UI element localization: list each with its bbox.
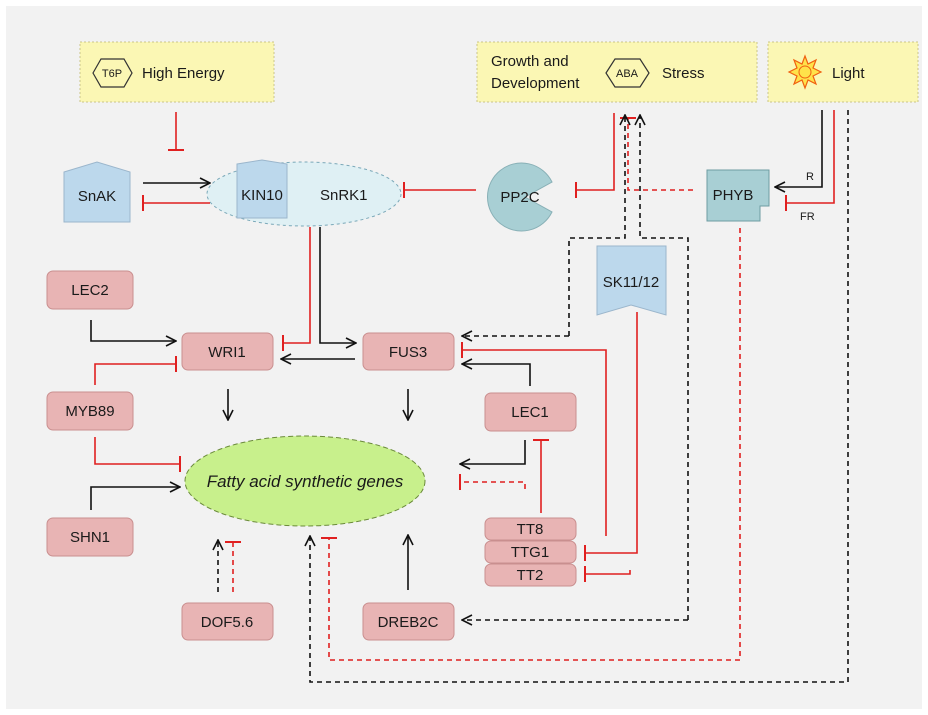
snak-node: SnAK xyxy=(63,161,131,223)
phyb-node: PHYB xyxy=(706,169,770,222)
gene-dof5-6: DOF5.6 xyxy=(181,602,274,641)
pp2c-node: PP2C xyxy=(486,162,553,232)
t6p-hexagon-icon xyxy=(92,58,133,88)
gene-myb89: MYB89 xyxy=(46,391,134,431)
snrk1-complex-ellipse xyxy=(206,161,402,227)
svg-text:TT2: TT2 xyxy=(517,567,544,584)
edge-light-to-fa xyxy=(310,110,849,683)
svg-text:SHN1: SHN1 xyxy=(70,529,110,546)
light-r-label: R xyxy=(806,171,814,183)
gene-lec2: LEC2 xyxy=(46,270,134,310)
svg-text:TT8: TT8 xyxy=(517,521,544,538)
gene-ttg1: TTG1 xyxy=(484,540,577,564)
snrk1-label: SnRK1 xyxy=(320,187,368,204)
svg-text:LEC1: LEC1 xyxy=(511,404,549,421)
gene-tt2: TT2 xyxy=(484,563,577,587)
svg-text:LEC2: LEC2 xyxy=(71,282,109,299)
edge-tt8-inhibits-fa xyxy=(459,474,526,490)
pp2c-label: PP2C xyxy=(500,189,539,206)
snak-label: SnAK xyxy=(78,188,116,205)
high-energy-label: High Energy xyxy=(142,65,225,82)
edge-lec1-to-fus3 xyxy=(462,364,531,386)
gene-lec1: LEC1 xyxy=(484,392,577,432)
edge-stress-to-dreb2c-path xyxy=(640,115,689,620)
t6p-label: T6P xyxy=(102,68,122,80)
fatty-acid-genes-node: Fatty acid synthetic genes xyxy=(184,435,426,527)
svg-text:DREB2C: DREB2C xyxy=(378,614,439,631)
dashed-edges xyxy=(218,110,849,683)
growth-label-line2: Development xyxy=(491,75,580,92)
high-energy-signal-box: T6P High Energy xyxy=(79,41,275,103)
edge-sk11-inhibits-ttg1 xyxy=(584,312,638,561)
edge-lec1-to-fa xyxy=(460,440,526,464)
light-label: Light xyxy=(832,65,865,82)
svg-text:MYB89: MYB89 xyxy=(65,403,114,420)
edge-myb89-inhibits-fa xyxy=(94,437,181,472)
edge-snrk1-to-fus3 xyxy=(319,227,356,343)
stress-label: Stress xyxy=(662,65,705,82)
sk11-12-label: SK11/12 xyxy=(603,274,659,291)
edge-myb89-inhibits-wri1 xyxy=(94,356,177,385)
edge-sk11-inhibits-tt2 xyxy=(584,566,631,582)
sk11-12-node: SK11/12 xyxy=(596,245,667,316)
edge-light-r-to-phyb xyxy=(775,110,823,187)
sun-icon xyxy=(787,54,823,90)
svg-text:DOF5.6: DOF5.6 xyxy=(201,614,254,631)
repression-edges xyxy=(94,110,835,582)
kin10-label: KIN10 xyxy=(241,187,283,204)
aba-hexagon-icon xyxy=(605,58,650,88)
gene-wri1: WRI1 xyxy=(181,332,274,371)
diagram-panel xyxy=(6,6,922,709)
growth-stress-signal-box: Growth and Development ABA Stress xyxy=(476,41,758,103)
gene-tt8: TT8 xyxy=(484,517,577,541)
activation-edges xyxy=(90,110,823,590)
edge-phyb-inhibits-fa xyxy=(321,228,741,661)
edge-shn1-to-fa xyxy=(90,487,180,510)
gene-dreb2c: DREB2C xyxy=(362,602,455,641)
gene-shn1: SHN1 xyxy=(46,517,134,557)
edge-snrk1-inhibits-wri1 xyxy=(282,227,311,351)
edge-tt8-inhibits-fus3 xyxy=(461,342,607,536)
edge-aba-inhibits-pp2c xyxy=(575,113,615,198)
growth-label-line1: Growth and xyxy=(491,53,569,70)
light-signal-box: Light xyxy=(767,41,919,103)
phyb-label: PHYB xyxy=(713,187,754,204)
edge-phyb-inhibits-aba xyxy=(620,117,693,191)
edge-stress-to-fus3-path xyxy=(568,115,625,336)
gene-fus3: FUS3 xyxy=(362,332,455,371)
edge-lec2-to-wri1 xyxy=(90,320,176,341)
light-fr-label: FR xyxy=(800,211,815,223)
fatty-acid-genes-label: Fatty acid synthetic genes xyxy=(207,472,404,491)
kin10-node: KIN10 xyxy=(236,159,288,219)
svg-text:WRI1: WRI1 xyxy=(208,344,246,361)
aba-label: ABA xyxy=(616,68,639,80)
svg-text:TTG1: TTG1 xyxy=(511,544,549,561)
svg-text:FUS3: FUS3 xyxy=(389,344,427,361)
edge-light-fr-inhibits-phyb xyxy=(785,110,835,211)
